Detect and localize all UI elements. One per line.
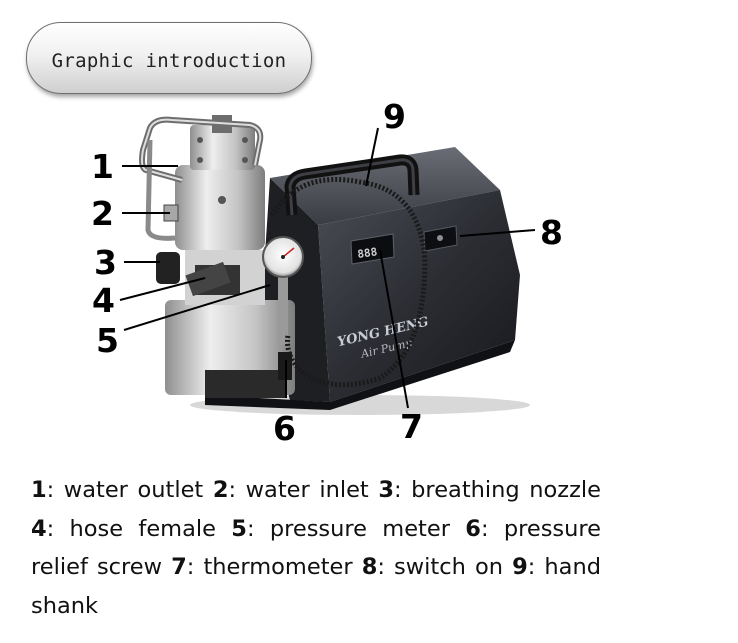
callout-7: 7: [400, 407, 423, 446]
callout-1: 1: [91, 147, 114, 186]
power-switch[interactable]: [423, 225, 458, 252]
legend-item: 6: pressure relief screw: [31, 515, 601, 581]
title-banner: Graphic introduction: [26, 22, 312, 94]
page-title: Graphic introduction: [51, 50, 287, 72]
callout-4: 4: [92, 281, 115, 320]
callout-5: 5: [96, 321, 119, 360]
legend-item: 9: hand shank: [31, 554, 601, 619]
air-hose: [269, 177, 428, 388]
legend-item: 2: water inlet: [212, 477, 369, 503]
legend-item: 5: pressure meter: [231, 515, 450, 542]
hose-female-fitting: [185, 261, 231, 297]
legend-item: 1: water outlet: [31, 477, 204, 503]
callout-8: 8: [540, 213, 563, 252]
legend-item: 7: thermometer: [171, 554, 353, 580]
parts-legend: 1: water outlet 2: water inlet 3: breath…: [31, 471, 601, 625]
legend-item: 8: switch on: [361, 554, 503, 580]
water-outlet-tube: [139, 116, 264, 241]
callout-9: 9: [383, 97, 406, 136]
hand-shank[interactable]: [284, 154, 420, 216]
pressure-meter: [262, 236, 304, 345]
display-readout: 888: [357, 245, 378, 261]
callout-3: 3: [94, 243, 117, 282]
callout-6: 6: [273, 409, 296, 448]
legend-item: 3: breathing nozzle: [378, 477, 602, 503]
thermometer-display: 888: [350, 233, 395, 265]
legend-item: 4: hose female: [31, 515, 216, 542]
callout-2: 2: [91, 194, 114, 233]
compressor-illustration: YONG HENG Air Pump 888: [119, 115, 536, 415]
breathing-nozzle: [156, 252, 180, 284]
callout-lines: [119, 127, 536, 409]
